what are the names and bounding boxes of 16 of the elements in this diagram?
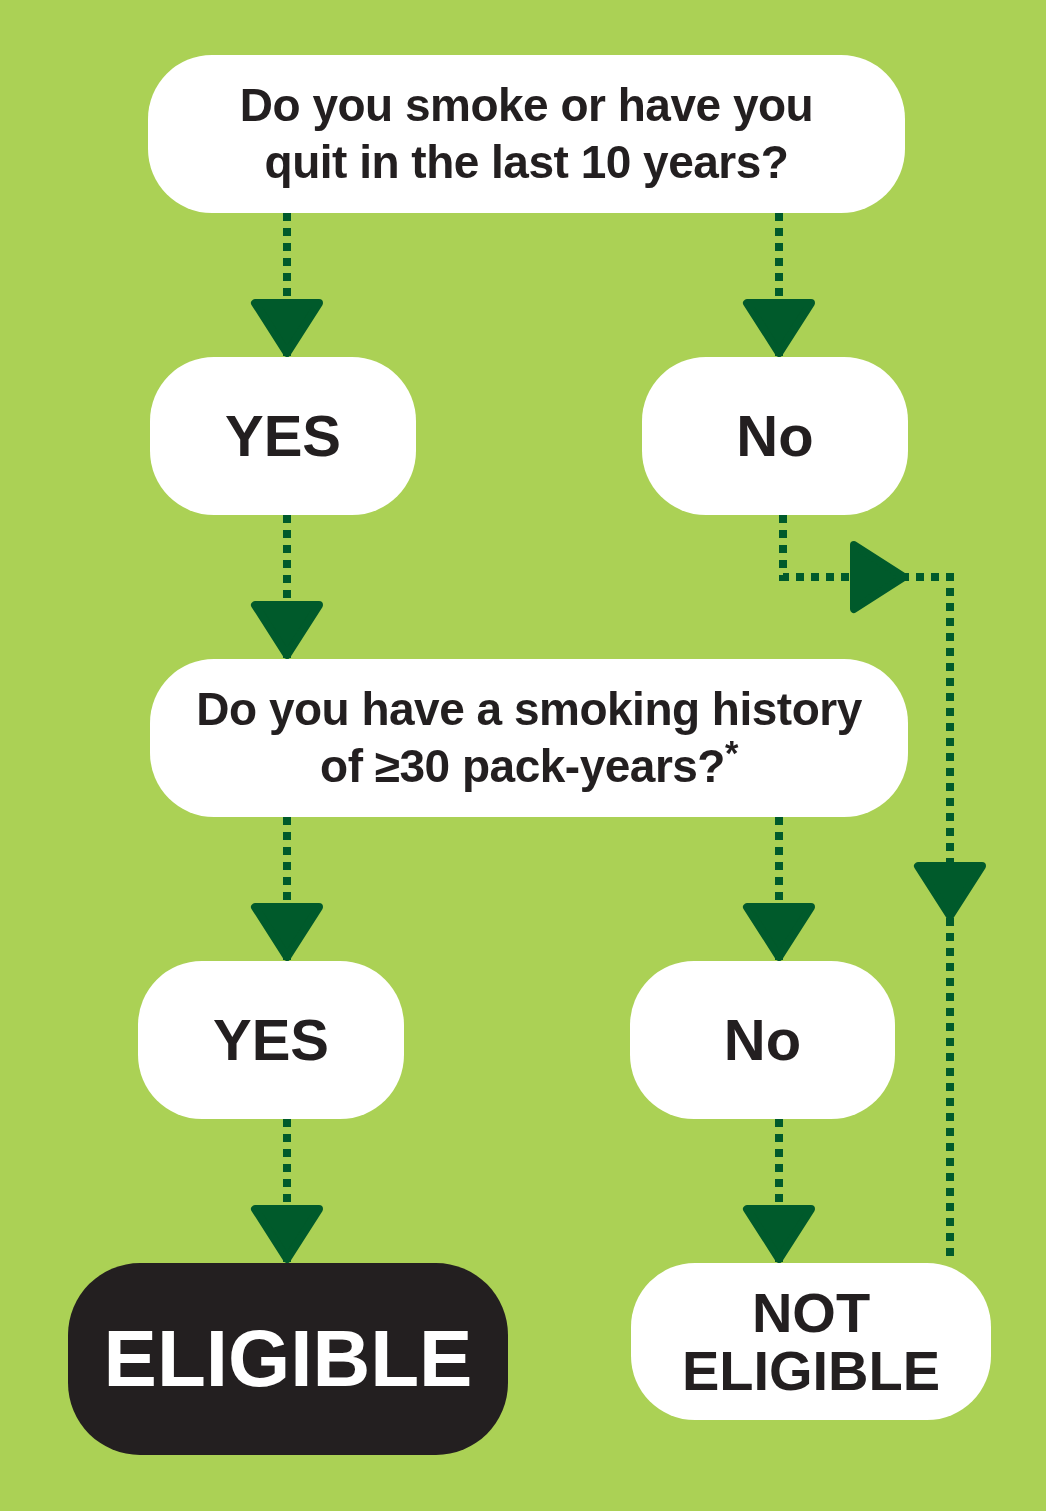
arrow bbox=[251, 817, 323, 961]
question-text: Do you have a smoking history of ≥30 pack-years?$^{*}$ bbox=[195, 681, 863, 794]
arrow bbox=[251, 1119, 323, 1263]
result-box bbox=[68, 1263, 508, 1455]
arrow bbox=[743, 817, 815, 961]
answer-label: YES bbox=[212, 1011, 330, 1069]
answer-label: No bbox=[736, 407, 814, 465]
result-label: ELIGIBLE bbox=[103, 1319, 473, 1399]
answer-label: No bbox=[723, 1011, 802, 1069]
result-label: NOT ELIGIBLE bbox=[680, 1284, 942, 1399]
question-text: Do you smoke or have you quit in the last 10 years? bbox=[238, 77, 815, 190]
arrow bbox=[251, 213, 323, 357]
answer-label: YES bbox=[224, 407, 342, 465]
arrow bbox=[743, 213, 815, 357]
arrow bbox=[743, 1119, 815, 1263]
arrow bbox=[251, 515, 323, 659]
